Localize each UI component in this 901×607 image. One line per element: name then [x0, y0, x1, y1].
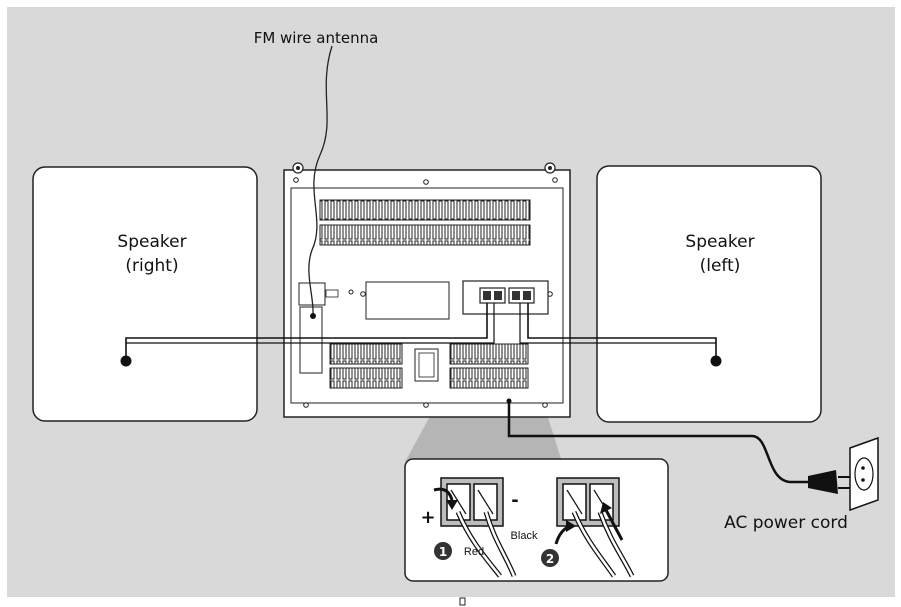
switch-block [325, 289, 339, 298]
step1-push-arrow-head [446, 500, 458, 510]
step2-badge [541, 549, 559, 567]
speaker-left: Speaker (left) [596, 165, 822, 423]
speaker-cable-right [125, 303, 488, 361]
fm-antenna-label: FM wire antenna [254, 29, 379, 47]
vent-grille [449, 367, 529, 389]
side-panel [299, 306, 323, 374]
socket-hole [861, 478, 865, 482]
vent-grille [319, 224, 531, 246]
minus-sign: - [511, 490, 518, 511]
fm-antenna-wire [308, 45, 333, 315]
power-plug [808, 470, 838, 494]
step2-push-arrow [604, 509, 624, 541]
socket-hole [861, 466, 865, 470]
speaker-left-sublabel: (left) [700, 256, 741, 276]
speaker-right-label: Speaker [117, 232, 186, 252]
speaker-cable-right-2 [126, 303, 495, 344]
screw-hole [552, 177, 558, 183]
speaker-right-box [32, 166, 258, 422]
terminal-clip [494, 291, 502, 300]
screw-hole [423, 179, 429, 185]
step2-illustration [554, 477, 635, 578]
terminal-clip [523, 291, 531, 300]
power-inlet [506, 398, 512, 404]
power-cable [507, 403, 808, 484]
screw-hole [303, 402, 309, 408]
red-wire-label: Red [464, 546, 484, 558]
terminal-zoom-inset: + - Black Red 1 2 [404, 458, 669, 582]
step2-wire-red-core [572, 511, 616, 577]
step2-clip-mark [566, 489, 583, 515]
mount-screw-right-center [548, 166, 552, 170]
speaker-left-box [596, 165, 822, 423]
step2-push-arrow-head [600, 502, 612, 514]
vent-grille [319, 199, 531, 221]
mount-screw-left-center [296, 166, 300, 170]
speaker-cable-left [527, 303, 717, 361]
fm-antenna-plug [310, 313, 316, 319]
step2-number: 2 [546, 552, 554, 566]
speaker-cable-left-2 [519, 303, 716, 344]
plus-sign: + [420, 507, 435, 528]
indicator-hole [348, 289, 354, 295]
speaker-right: Speaker (right) [32, 166, 258, 422]
square-plate [414, 348, 439, 382]
vent-grille [329, 343, 403, 365]
ac-power-cord: AC power cord [506, 398, 879, 533]
step1-push-arrow [433, 487, 454, 501]
main-unit-back [283, 162, 571, 418]
step1-clip-mark [477, 489, 494, 515]
square-plate-inner [418, 352, 435, 378]
step1-badge [434, 542, 452, 560]
socket-face [854, 457, 874, 491]
ac-power-cord-label: AC power cord [724, 513, 848, 533]
black-wire-label: Black [511, 530, 538, 542]
speaker-cables [125, 303, 717, 361]
step2-wire-black-core [598, 511, 634, 577]
step1-clip-mark [450, 489, 467, 515]
step1-wire-red-core [456, 511, 501, 577]
step1-number: 1 [439, 545, 447, 559]
screw-hole [360, 291, 366, 297]
step2-insert-arrow-head [566, 520, 576, 532]
step1-wire-black-core [484, 511, 516, 577]
screw-hole [293, 177, 299, 183]
terminal-clip [483, 291, 491, 300]
step1-illustration [433, 477, 517, 578]
speaker-left-label: Speaker [685, 232, 754, 252]
vent-grille [329, 367, 403, 389]
screw-hole [542, 402, 548, 408]
screw-hole [423, 402, 429, 408]
label-panel [365, 281, 450, 320]
vent-grille [449, 343, 529, 365]
page-marker [459, 597, 466, 606]
speaker-right-sublabel: (right) [125, 256, 178, 276]
terminal-clip [512, 291, 520, 300]
